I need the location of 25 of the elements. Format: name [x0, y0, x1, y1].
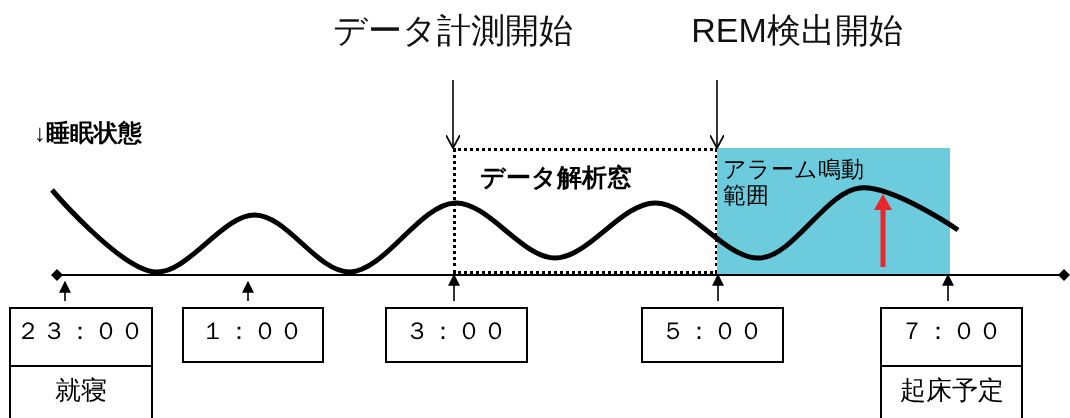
alarm-range-area	[717, 148, 950, 274]
time-text: ３：００	[403, 316, 510, 346]
time-text: ７：００	[898, 316, 1005, 346]
time-text: ２３：００	[15, 316, 147, 346]
window-label: データ解析窓	[480, 162, 632, 193]
time-box	[9, 307, 153, 418]
arrow	[59, 280, 71, 302]
time-text: ５：００	[659, 316, 766, 346]
time-box	[385, 307, 528, 363]
heading-label: データ計測開始	[300, 12, 606, 54]
time-text: １：００	[200, 316, 306, 346]
state-label: ↓睡眠状態	[34, 118, 142, 148]
time-box	[182, 307, 324, 363]
arrow	[448, 273, 460, 302]
time-box	[880, 307, 1023, 418]
arrow	[445, 79, 461, 149]
heading-label: REM検出開始	[660, 12, 934, 54]
event-text: 起床予定	[882, 365, 1021, 418]
range-label: アラーム鳴動範囲	[723, 156, 865, 209]
arrow	[712, 273, 724, 302]
arrow	[242, 280, 254, 302]
event-text: 就寝	[11, 365, 151, 418]
arrow	[942, 273, 954, 302]
time-box	[641, 307, 784, 363]
arrow	[709, 79, 725, 149]
